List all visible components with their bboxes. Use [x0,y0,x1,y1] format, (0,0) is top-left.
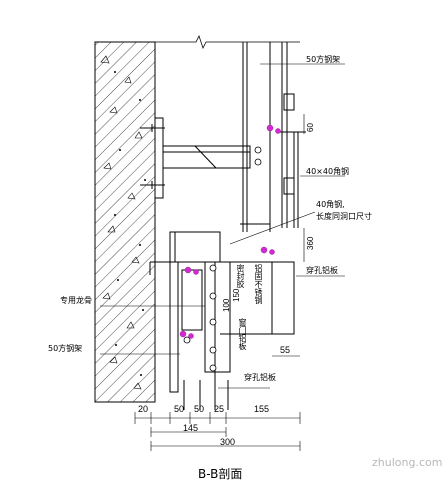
dim-50a: 50 [174,404,185,414]
bolts [183,146,262,372]
label-perforated-panel-right: 穿孔铝板 [306,266,338,275]
dim-50b: 50 [194,404,205,414]
dim-60: 60 [306,123,315,132]
label-steel-50-left: 50方钢架 [48,344,83,353]
label-special-keel: 专用龙骨 [60,296,92,305]
label-aluminum-vertical-2: 窗门铝板 [238,318,247,350]
dim-100: 100 [222,298,231,312]
label-angle-40-line1: 40角钢, [316,200,345,209]
upper-cladding [240,42,306,232]
label-aluminum-vertical-1: 铝固不锈钢 [254,264,263,304]
dim-25: 25 [214,404,225,414]
label-sealant: 密封胶 [236,264,245,288]
section-title: B-B剖面 [198,467,243,481]
dim-20: 20 [138,404,149,414]
label-angle-40x40: 40×40角钢 [306,167,350,176]
dim-145: 145 [183,423,199,433]
watermark: zhulong.com [372,456,443,469]
lower-assembly [149,231,295,410]
break-line [95,34,300,50]
dim-55: 55 [280,345,291,355]
dim-155: 155 [254,404,270,414]
leader-lines [100,63,345,389]
dim-300: 300 [220,437,236,447]
label-steel-50-top: 50方钢架 [306,55,341,64]
label-angle-40-line2: 长度同洞口尺寸 [316,212,372,221]
sealant-marks [179,124,281,339]
upper-steel-bracket [140,117,251,199]
dim-360: 360 [306,236,315,250]
dimension-lines [134,114,305,451]
label-perforated-panel-bottom: 穿孔铝板 [244,373,276,382]
concrete-wall [94,41,156,403]
dim-150: 150 [232,288,241,302]
